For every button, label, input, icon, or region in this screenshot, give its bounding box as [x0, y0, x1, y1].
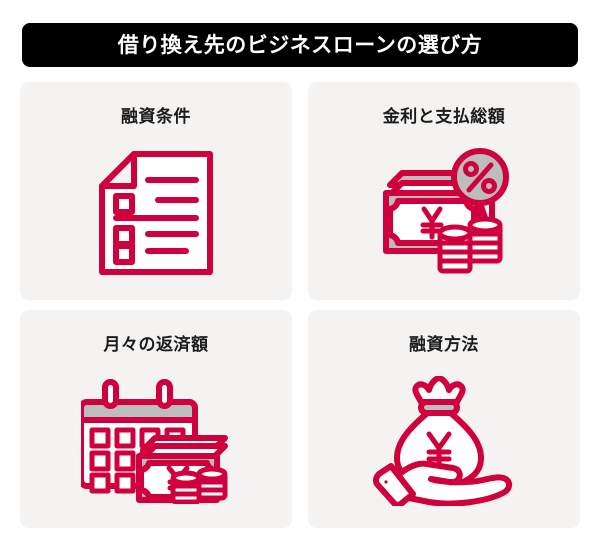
page-title: 借り換え先のビジネスローンの選び方 — [117, 33, 483, 57]
card-title-funding-method: 融資方法 — [409, 335, 479, 354]
card-funding-method: 融資方法 — [308, 310, 580, 528]
card-icon-wrap-2 — [308, 125, 580, 300]
card-icon-wrap-4 — [308, 353, 580, 528]
card-monthly-repayment: 月々の返済額 — [20, 310, 292, 528]
card-title-interest-total: 金利と支払総額 — [382, 107, 506, 126]
banknote-percent-coins-icon — [383, 147, 509, 273]
card-title-monthly-repayment: 月々の返済額 — [103, 335, 209, 354]
card-icon-wrap-1 — [20, 125, 292, 300]
card-loan-conditions: 融資条件 — [20, 82, 292, 300]
header-banner: 借り換え先のビジネスローンの選び方 — [22, 23, 578, 67]
checklist-document-icon — [99, 150, 213, 275]
calendar-banknote-coins-icon — [81, 378, 228, 504]
card-icon-wrap-3 — [20, 353, 292, 528]
money-bag-in-hand-icon — [372, 375, 513, 506]
card-grid: 融資条件 — [20, 82, 580, 528]
card-title-loan-conditions: 融資条件 — [121, 107, 191, 126]
card-interest-total: 金利と支払総額 — [308, 82, 580, 300]
